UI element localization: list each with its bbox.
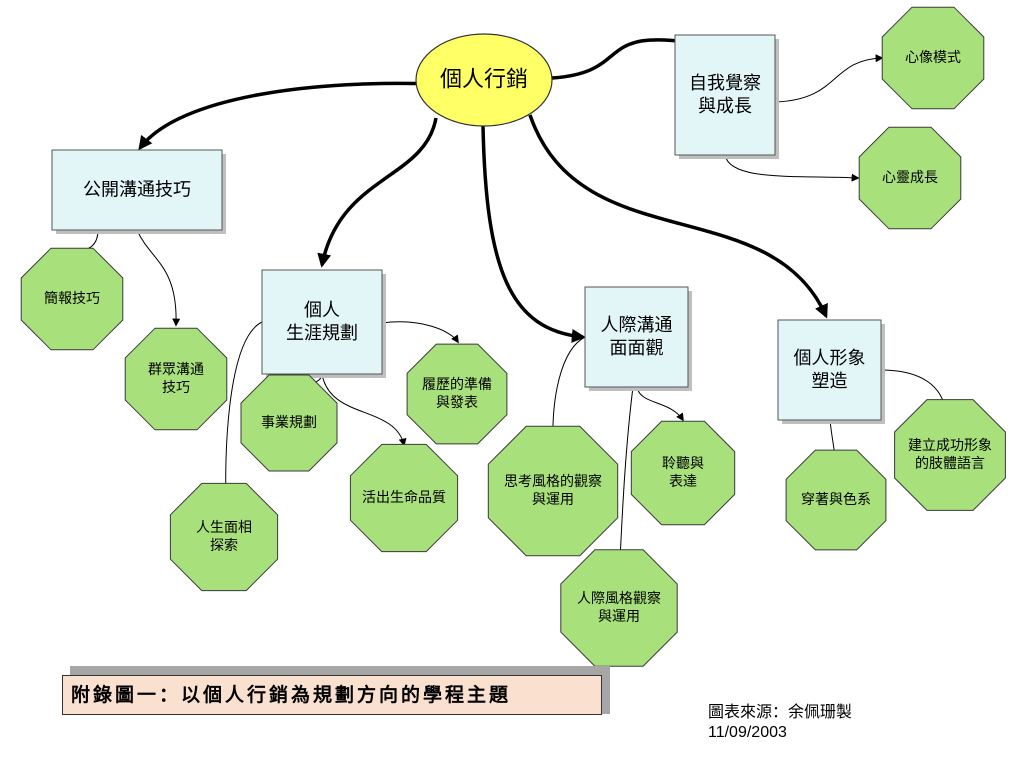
subtopic-l6-label: 與發表 [436, 395, 478, 411]
source-date: 11/09/2003 [708, 724, 787, 741]
subtopic-l2-label: 群眾溝通 [148, 362, 204, 378]
main-topic-label: 個人行銷 [440, 68, 528, 93]
topic-t3-label: 面面觀 [610, 338, 664, 359]
subtopic-l3-label: 事業規劃 [261, 415, 317, 431]
subtopic-l8-label: 表達 [669, 474, 697, 490]
edge-main-t4 [528, 114, 828, 319]
subtopic-l4-label: 活出生命品質 [362, 489, 446, 506]
figure-caption: 附錄圖一：以個人行銷為規劃方向的學程主題 [62, 675, 602, 715]
subtopic-node-l13: 心靈成長 [858, 126, 962, 230]
connector-lines [64, 38, 950, 562]
edge-t3-l9 [616, 386, 634, 562]
topic-t4-label: 塑造 [812, 371, 848, 392]
subtopic-l12-label: 心像模式 [905, 50, 961, 66]
subtopic-octagon [894, 399, 1006, 511]
subtopic-octagon [124, 327, 228, 431]
subtopic-l10-label: 穿著與色系 [801, 491, 871, 508]
edge-t5-l13 [724, 154, 860, 182]
subtopic-octagon [630, 420, 736, 526]
subtopic-octagon [881, 6, 985, 110]
edge-main-t1 [138, 81, 433, 151]
main-topic-oval [415, 33, 553, 127]
subtopic-l13-label: 心靈成長 [882, 170, 938, 186]
edge-main-t2 [317, 117, 438, 268]
subtopic-node-l12: 心像模式 [881, 6, 985, 110]
topic-t5-label: 與成長 [698, 96, 752, 117]
subtopic-l1-label: 簡報技巧 [44, 291, 100, 307]
subtopic-octagon [240, 374, 338, 472]
diagram-nodes: 個人行銷公開溝通技巧個人生涯規劃人際溝通面面觀個人形象塑造自我覺察與成長簡報技巧… [20, 6, 1006, 667]
edge-t1-l2 [136, 229, 181, 327]
topic-box [777, 319, 882, 421]
topic-t4-label: 個人形象 [794, 348, 866, 369]
topic-t3-label: 人際溝通 [601, 315, 673, 336]
subtopic-l11-label: 建立成功形象 [908, 438, 992, 454]
subtopic-l7-label: 與運用 [532, 492, 574, 508]
topic-box [674, 34, 776, 156]
subtopic-l5-label: 人生面相 [196, 520, 252, 536]
topic-node-t1: 公開溝通技巧 [51, 149, 226, 234]
subtopic-l2-label: 技巧 [162, 380, 190, 396]
subtopic-node-l1: 簡報技巧 [20, 247, 124, 351]
topic-t2-label: 個人 [304, 300, 340, 321]
topic-box [261, 269, 383, 375]
source-author: 圖表來源：余佩珊製 [708, 704, 853, 721]
subtopic-octagon [20, 247, 124, 351]
subtopic-octagon [406, 343, 508, 445]
edge-t3-l7 [548, 336, 586, 442]
source-note: 圖表來源：余佩珊製 11/09/2003 [708, 703, 852, 743]
subtopic-octagon [349, 443, 459, 553]
subtopic-octagon [169, 482, 279, 592]
subtopic-octagon [858, 126, 962, 230]
subtopic-node-l3: 事業規劃 [240, 374, 338, 472]
subtopic-l6-label: 履歷的準備 [422, 377, 492, 393]
edge-t2-l6 [381, 321, 459, 344]
subtopic-l9-label: 人際風格觀察 [577, 590, 661, 607]
edge-t5-l12 [774, 54, 884, 103]
subtopic-l5-label: 探索 [210, 537, 238, 554]
edge-t3-l8 [636, 386, 684, 422]
topic-box [584, 286, 689, 388]
topic-t5-label: 自我覺察 [689, 73, 761, 94]
edge-t2-l4 [321, 373, 407, 447]
main-topic-node: 個人行銷 [415, 33, 553, 127]
topic-t2-label: 生涯規劃 [286, 323, 358, 344]
subtopic-l11-label: 的肢體語言 [915, 456, 985, 472]
subtopic-octagon [560, 549, 678, 667]
topic-t1-label: 公開溝通技巧 [83, 180, 191, 201]
subtopic-node-l10: 穿著與色系 [785, 449, 887, 551]
topic-box [51, 149, 223, 231]
subtopic-l7-label: 思考風格的觀察 [504, 473, 602, 490]
subtopic-octagon [487, 425, 619, 557]
edge-main-t3 [481, 125, 586, 343]
subtopic-node-l4: 活出生命品質 [349, 443, 459, 553]
subtopic-octagon [785, 449, 887, 551]
subtopic-l9-label: 與運用 [598, 609, 640, 625]
subtopic-l8-label: 聆聽與 [662, 456, 704, 472]
edge-t2-l5 [221, 321, 263, 497]
